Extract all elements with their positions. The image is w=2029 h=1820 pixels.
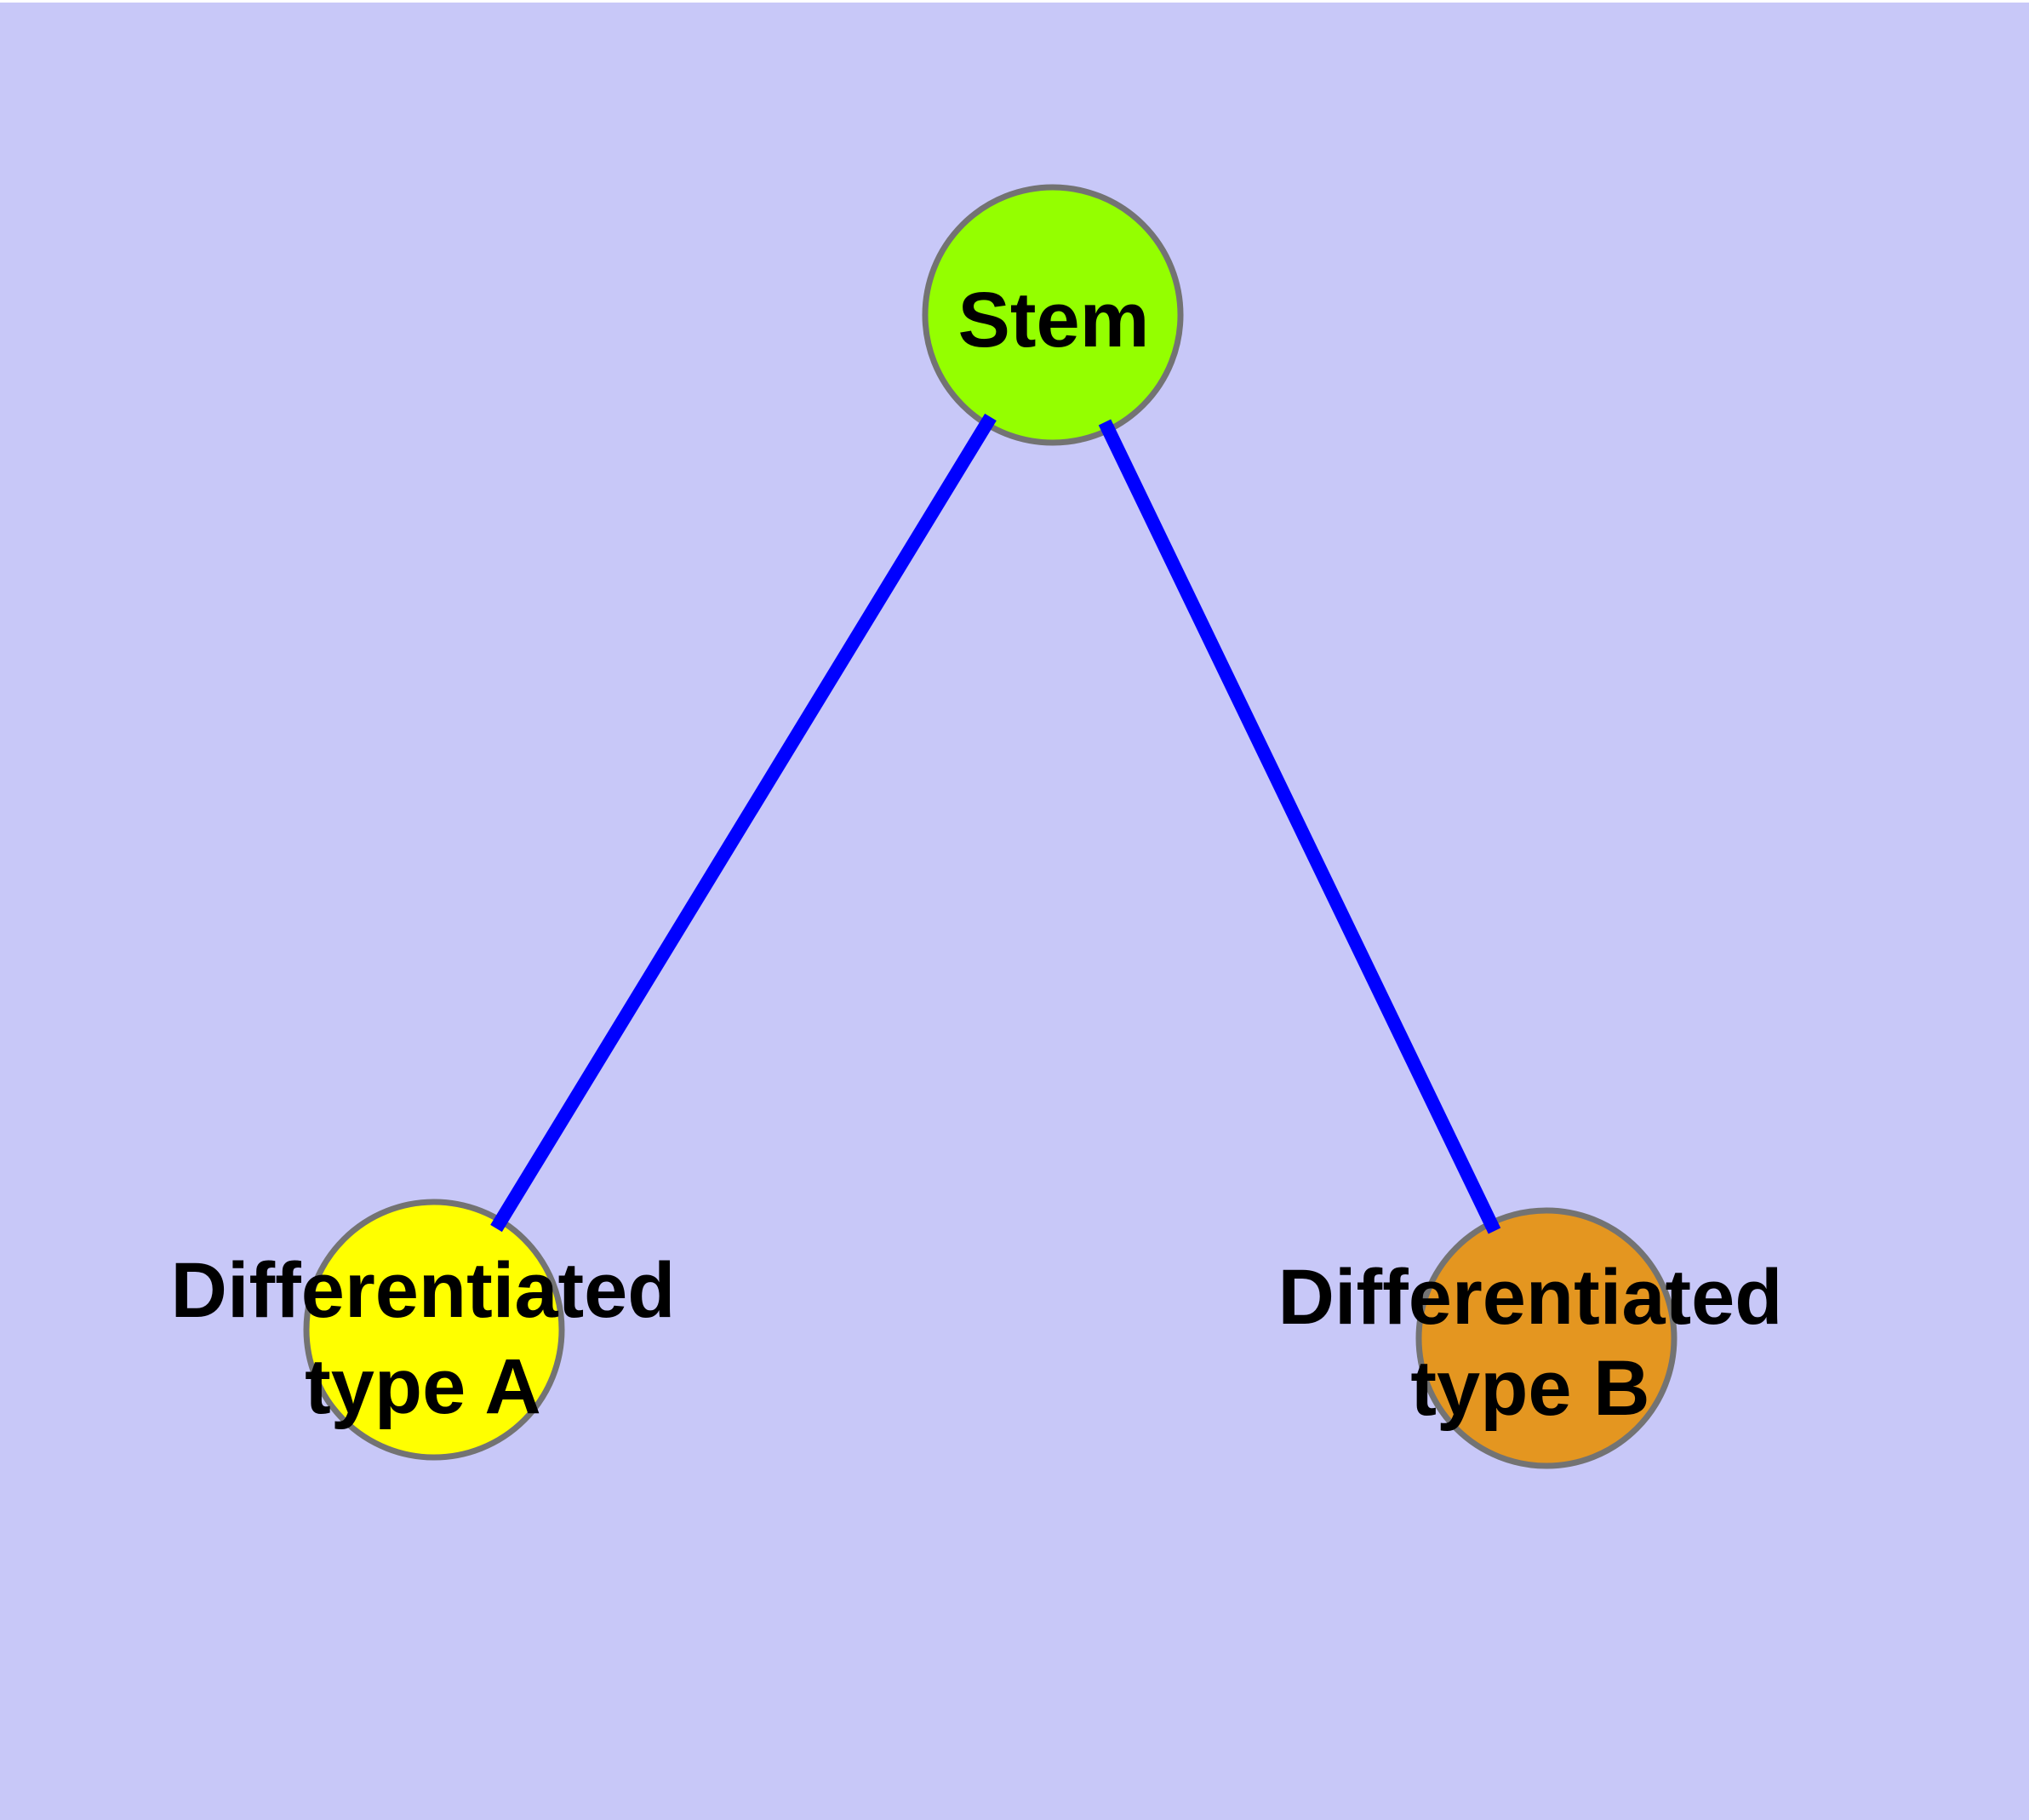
edge-stem-to-type-a — [490, 413, 997, 1233]
node-differentiated-type-b-circle — [1415, 1207, 1677, 1469]
node-differentiated-type-a-label-line1: Differentiated — [171, 1247, 676, 1334]
node-differentiated-type-a-label-line2: type A — [305, 1343, 541, 1430]
node-differentiated-type-b-label-line1: Differentiated — [1278, 1254, 1783, 1341]
node-differentiated-type-b-label-line2: type B — [1410, 1345, 1649, 1432]
node-differentiated-type-a-circle — [303, 1199, 565, 1461]
node-stem-label: Stem — [958, 277, 1150, 363]
node-stem-circle — [922, 184, 1184, 446]
edge-stem-to-type-b — [1098, 419, 1501, 1234]
